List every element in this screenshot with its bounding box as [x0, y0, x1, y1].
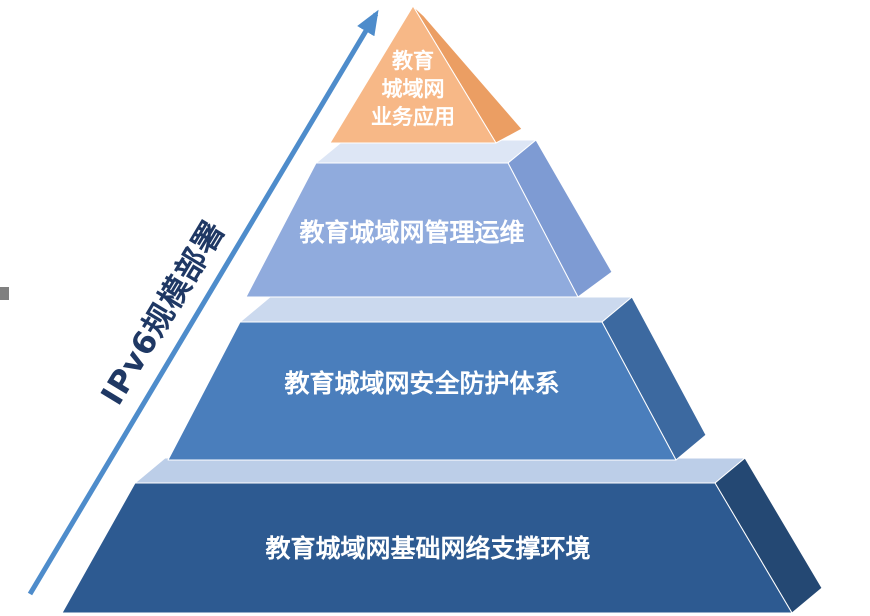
edge-mark	[0, 287, 9, 300]
layer-business-apps-label-line3: 业务应用	[371, 105, 455, 129]
layer-management-label: 教育城域网管理运维	[299, 218, 524, 247]
layer-infrastructure: 教育城域网基础网络支撑环境	[61, 457, 823, 614]
layer-security-top-face	[239, 296, 633, 323]
layer-business-apps-label-line2: 城域网	[382, 77, 445, 101]
layer-infrastructure-top-face	[134, 457, 746, 484]
layer-infrastructure-label: 教育城域网基础网络支撑环境	[265, 534, 590, 563]
layer-management: 教育城域网管理运维	[245, 139, 613, 298]
layer-management-front-face	[245, 162, 579, 298]
layer-business-apps: 教育 城域网 业务应用	[329, 5, 523, 144]
layer-business-apps-label-line1: 教育	[392, 49, 434, 73]
layer-business-apps-front-face	[329, 5, 497, 144]
layer-security-label: 教育城域网安全防护体系	[284, 369, 559, 398]
layer-security: 教育城域网安全防护体系	[167, 296, 707, 461]
layer-infrastructure-front-face	[61, 482, 793, 614]
growth-arrow	[27, 9, 379, 596]
layer-security-front-face	[167, 321, 677, 461]
